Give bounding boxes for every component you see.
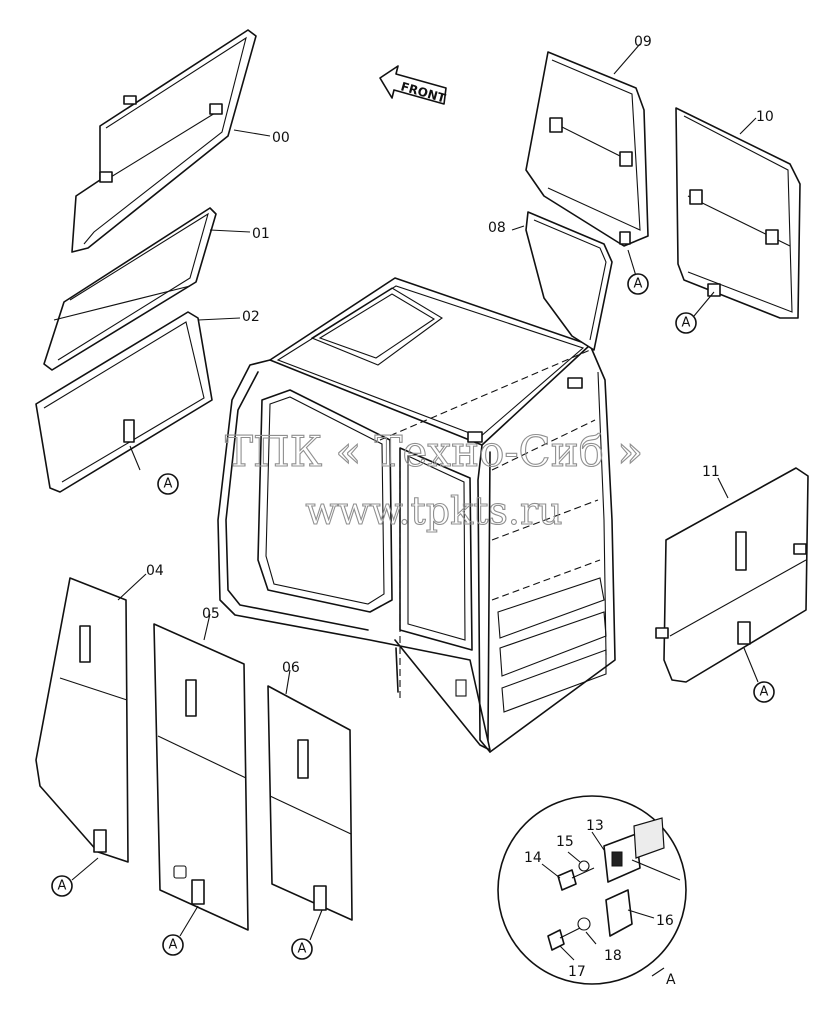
detail-a [497,795,687,985]
leader-lines [71,43,759,977]
marker-a-panel-05: A [162,934,184,956]
panel-00 [71,29,257,253]
svg-text:A: A [164,477,173,492]
callout-05: 05 [202,606,220,622]
marker-a-panel-09: A [627,273,649,295]
svg-text:A: A [298,942,307,957]
callout-17: 17 [568,964,586,980]
callout-06: 06 [282,660,300,676]
marker-a-panel-02: A [157,473,179,495]
watermark-line-2: www.tpkts.ru [305,489,562,533]
callout-01: 01 [252,226,270,242]
panel-11 [655,467,809,683]
callout-10: 10 [756,109,774,125]
svg-text:A: A [760,685,769,700]
marker-a-panel-10: A [675,312,697,334]
cab-body [217,277,616,753]
panel-06 [267,685,353,921]
callout-14: 14 [524,850,542,866]
watermark: ТПК « Техно-Сиб » www.tpkts.ru [224,426,643,533]
panel-01 [43,207,217,371]
svg-text:A: A [58,879,67,894]
callout-08: 08 [488,220,506,236]
panel-05 [153,623,249,931]
marker-a-panel-04: A [51,875,73,897]
callout-18: 18 [604,948,622,964]
callout-detail-a: A [666,972,676,988]
marker-a-panel-06: A [291,938,313,960]
svg-text:A: A [169,938,178,953]
callout-04: 04 [146,563,164,579]
callout-15: 15 [556,834,574,850]
panel-02 [35,311,213,493]
callout-00: 00 [272,130,290,146]
callout-13: 13 [586,818,604,834]
panel-10 [675,107,801,319]
panel-09 [525,51,649,247]
callout-labels: 00 01 02 04 05 06 08 09 10 11 13 14 15 1… [146,34,774,988]
callout-02: 02 [242,309,260,325]
svg-text:A: A [634,277,643,292]
svg-text:A: A [682,316,691,331]
callout-09: 09 [634,34,652,50]
callout-11: 11 [702,464,720,480]
panel-08 [525,211,613,351]
watermark-line-1: ТПК « Техно-Сиб » [225,427,643,476]
detail-markers: A A A A A A A [51,273,775,960]
panel-04 [35,577,129,863]
marker-a-panel-11: A [753,681,775,703]
callout-16: 16 [656,913,674,929]
front-arrow: FRONT [379,65,448,106]
